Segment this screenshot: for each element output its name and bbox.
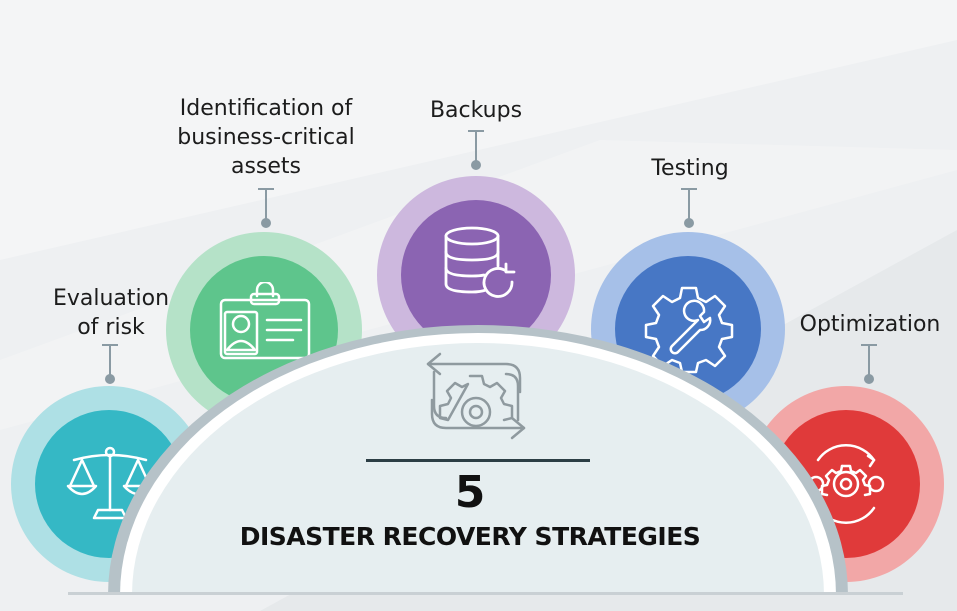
gear-cycle-arrows-icon bbox=[426, 352, 526, 440]
strategy-label-identification: Identification of business-critical asse… bbox=[177, 96, 355, 179]
connector-backups bbox=[468, 130, 484, 170]
connector-testing bbox=[681, 188, 697, 228]
connector-identification bbox=[258, 188, 274, 228]
connector-optimization bbox=[861, 344, 877, 384]
title-divider bbox=[366, 459, 590, 462]
id-card-icon bbox=[219, 282, 311, 360]
strategy-label-backups: Backups bbox=[429, 98, 523, 123]
connector-evaluation bbox=[102, 344, 118, 384]
diagram-title: DISASTER RECOVERY STRATEGIES bbox=[239, 522, 701, 551]
scales-icon bbox=[66, 446, 154, 520]
strategy-count: 5 bbox=[454, 467, 486, 518]
strategy-label-evaluation: Evaluation of risk bbox=[52, 286, 170, 340]
strategy-label-optimization: Optimization bbox=[799, 312, 941, 337]
strategy-label-testing: Testing bbox=[651, 156, 729, 181]
database-sync-icon bbox=[444, 226, 516, 298]
base-line bbox=[68, 592, 903, 595]
gear-wrench-icon bbox=[644, 286, 734, 374]
